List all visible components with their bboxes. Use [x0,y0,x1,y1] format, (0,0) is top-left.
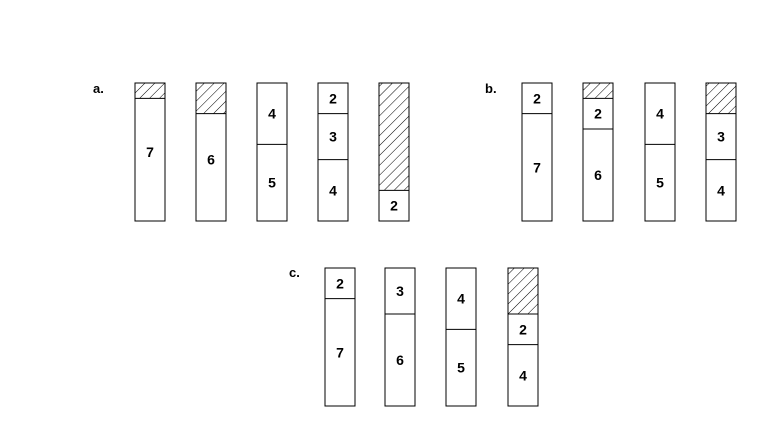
bin-outline [582,82,614,222]
item-size-label: 4 [268,106,276,122]
item-size-label: 3 [329,129,337,145]
item-size-label: 6 [396,352,404,368]
unused-space-hatch [706,83,736,114]
bin: 2 3 4 [317,82,349,222]
bin: 2 [378,82,410,222]
item-size-label: 4 [519,367,527,383]
bin: 45 [256,82,288,222]
item-size-label: 4 [717,182,725,198]
unused-space-hatch [583,83,613,99]
unused-space-hatch [508,268,538,314]
bin-outline [324,267,356,407]
bin-outline [521,82,553,222]
item-size-label: 7 [146,144,154,160]
panel-label: c. [289,265,300,280]
panel-label: a. [93,81,104,96]
bin-outline [378,82,410,222]
bin: 36 [384,267,416,407]
unused-space-hatch [196,83,226,114]
bin-outline [644,82,676,222]
item-size-label: 4 [329,182,337,198]
bin: 34 [705,82,737,222]
bin: 45 [644,82,676,222]
item-size-label: 3 [396,283,404,299]
item-size-label: 5 [457,360,465,376]
bin-outline [384,267,416,407]
bin: 45 [445,267,477,407]
bin: 24 [507,267,539,407]
bin: 27 [521,82,553,222]
item-size-label: 4 [457,291,465,307]
item-size-label: 2 [329,90,337,106]
item-size-label: 3 [717,129,725,145]
bin: 26 [582,82,614,222]
bin: 6 [195,82,227,222]
item-size-label: 5 [656,175,664,191]
bin-outline [256,82,288,222]
bin: 27 [324,267,356,407]
item-size-label: 7 [336,344,344,360]
item-size-label: 2 [519,321,527,337]
bin-outline [705,82,737,222]
item-size-label: 2 [594,106,602,122]
bin: 7 [134,82,166,222]
item-size-label: 5 [268,175,276,191]
item-size-label: 2 [390,198,398,214]
panel-label: b. [485,81,497,96]
bin-outline [507,267,539,407]
item-size-label: 2 [533,90,541,106]
bin-outline [445,267,477,407]
item-size-label: 6 [594,167,602,183]
bin-outline [134,82,166,222]
item-size-label: 7 [533,159,541,175]
unused-space-hatch [135,83,165,99]
bin-outline [317,82,349,222]
item-size-label: 6 [207,152,215,168]
item-size-label: 2 [336,275,344,291]
item-size-label: 4 [656,106,664,122]
unused-space-hatch [379,83,409,191]
bin-outline [195,82,227,222]
